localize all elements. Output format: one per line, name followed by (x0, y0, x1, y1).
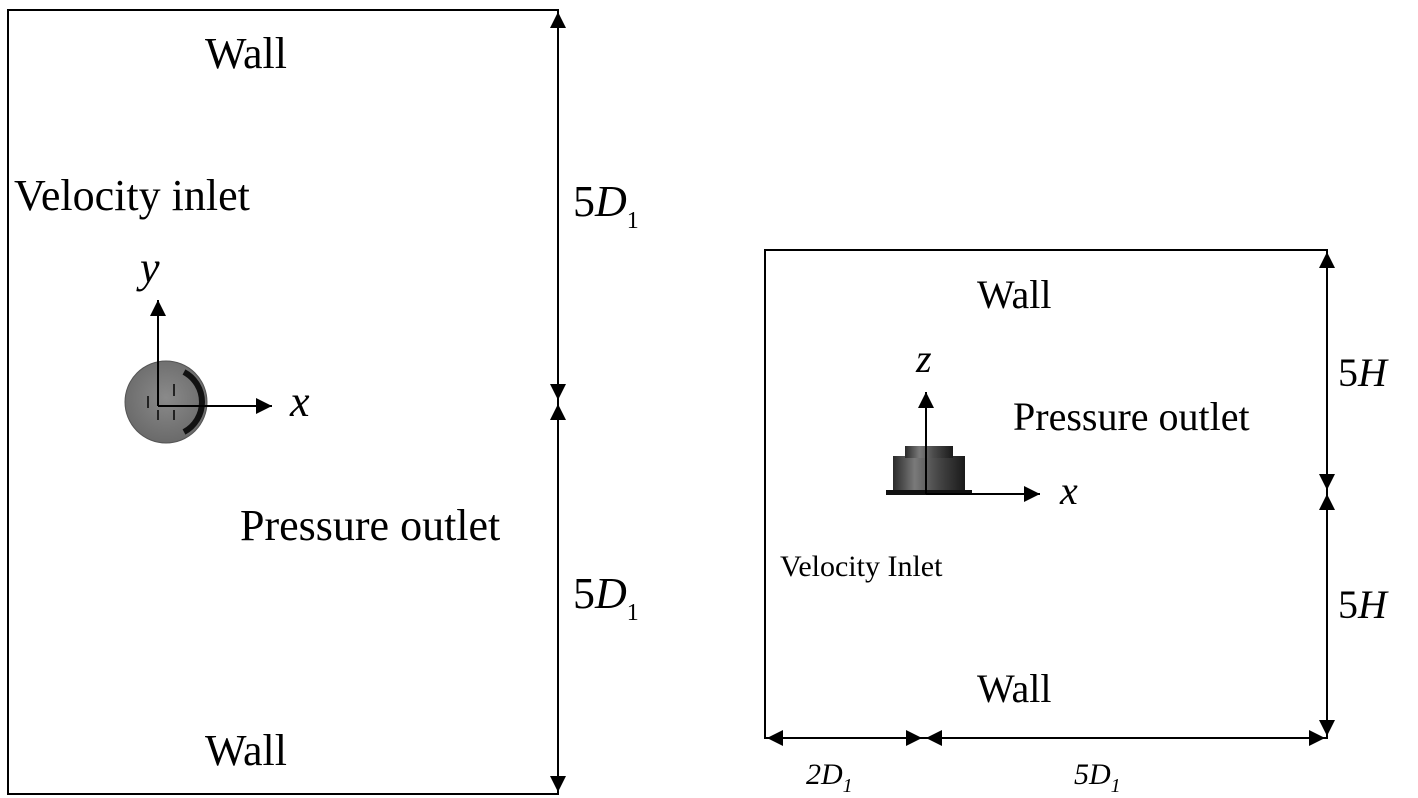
right-inlet-label: Velocity Inlet (780, 550, 943, 583)
left-wall-bottom-label: Wall (205, 726, 287, 775)
right-dim-left-label: 2D1 (806, 758, 853, 797)
left-wall-top-label: Wall (205, 29, 287, 78)
left-outlet-label: Pressure outlet (240, 501, 500, 550)
right-dim-right-label: 5D1 (1074, 758, 1121, 797)
right-wall-bottom-label: Wall (977, 666, 1052, 711)
left-y-axis-label: y (136, 243, 160, 292)
left-panel: Wall Velocity inlet Pressure outlet Wall… (7, 9, 639, 795)
cylinder-top-view (124, 360, 208, 444)
left-dim-upper-label: 5D1 (573, 177, 639, 234)
left-dim-lower-label: 5D1 (573, 569, 639, 626)
right-z-axis-label: z (915, 336, 932, 381)
left-x-axis-label: x (289, 377, 310, 426)
right-dim-upper-label: 5H (1338, 350, 1389, 395)
structure-side-view (886, 446, 972, 495)
right-wall-top-label: Wall (977, 272, 1052, 317)
left-domain-box (7, 9, 559, 795)
right-x-axis-label: x (1059, 468, 1078, 513)
right-outlet-label: Pressure outlet (1013, 394, 1250, 439)
right-domain-box (764, 249, 1328, 739)
left-inlet-label: Velocity inlet (14, 171, 250, 220)
right-dim-lower-label: 5H (1338, 582, 1389, 627)
right-panel: Wall Pressure outlet Velocity Inlet Wall… (764, 249, 1389, 797)
